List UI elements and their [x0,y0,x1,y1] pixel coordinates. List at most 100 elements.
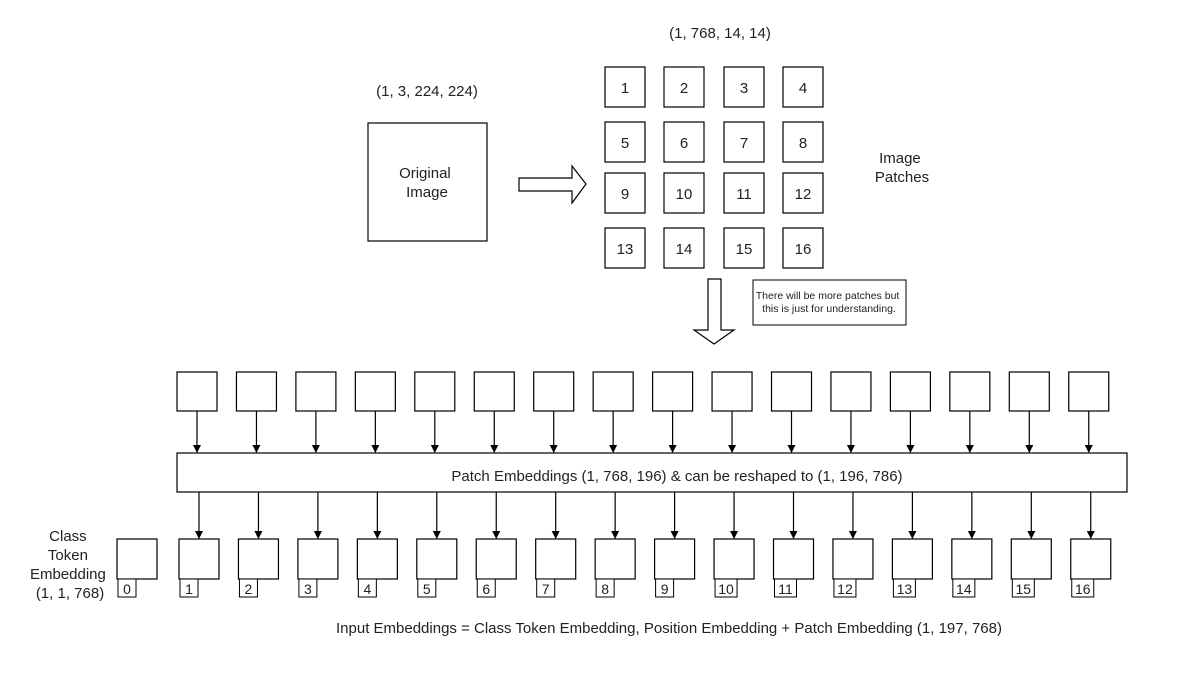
position-index: 6 [482,581,490,597]
note-line-2: this is just for understanding. [762,303,896,315]
position-index: 15 [1016,581,1032,597]
patch-number: 8 [799,135,807,152]
patch-box [663,172,705,214]
patches-shape: (1, 768, 14, 14) [669,25,771,42]
class-token-box [116,538,158,580]
patch-number: 5 [621,135,629,152]
patch-box [663,121,705,163]
flattened-patch-box [651,371,694,412]
position-index-box [417,578,437,598]
patch-box [782,172,824,214]
patch-box [782,121,824,163]
position-index-box [1071,578,1095,598]
original-image-label-line-1: Original [399,165,451,182]
input-embeddings-label: Input Embeddings = Class Token Embedding… [336,620,1002,637]
class-token-index-box [117,578,137,598]
position-index-box [179,578,199,598]
patch-number: 14 [676,241,693,258]
embedding-box [1070,538,1112,580]
image-patches-label: Image Patches [875,150,929,186]
flattened-patch-box [533,371,575,412]
embedding-box [535,538,577,580]
embedding-box [772,538,815,580]
embedding-box [297,538,339,580]
position-index-box [952,578,976,598]
patch-number: 11 [736,186,752,203]
position-index: 14 [956,581,972,597]
patch-number: 7 [740,135,748,152]
position-index-box [1011,578,1035,598]
position-index-box [536,578,556,598]
patch-box [604,121,646,163]
flattened-patch-box [176,371,218,412]
position-index-box [298,578,318,598]
patch-box [723,227,765,269]
position-index-box [238,578,258,598]
embedding-box [356,538,398,580]
position-index: 11 [778,581,793,597]
position-index: 1 [185,581,193,597]
class-token-label-line-3: Embedding [30,566,106,583]
position-index: 12 [837,581,853,597]
embedding-box [1010,538,1052,580]
patch-box [723,121,765,163]
embedding-box [713,538,755,580]
embedding-box [237,538,280,580]
patch-box [663,227,705,269]
patch-number: 13 [617,241,634,258]
patch-number: 16 [795,241,812,258]
patch-number: 4 [799,80,807,97]
flattened-patch-box [711,371,753,412]
patch-box [723,66,765,108]
patch-box [604,172,646,214]
position-index-box [774,578,797,598]
note-box [752,279,907,326]
original-image-label-line-2: Image [406,184,448,201]
flattened-patch-box [473,371,515,412]
embedding-box [832,538,874,580]
block-arrow-down [692,278,736,345]
position-index: 4 [363,581,371,597]
position-index-box [357,578,377,598]
class-token-label-line-4: (1, 1, 768) [36,585,104,602]
embedding-box [416,538,458,580]
embedding-box [594,538,636,580]
position-index: 7 [542,581,550,597]
flattened-patch-box [354,371,396,412]
position-index: 16 [1075,581,1091,597]
patch-number: 3 [740,80,748,97]
position-index-box [655,578,675,598]
image-patches-label-line-2: Patches [875,169,929,186]
position-index: 13 [897,581,913,597]
embedding-box [891,538,934,580]
flattened-patch-box [889,371,932,412]
flattened-patch-box [830,371,872,412]
patch-embeddings-bar [176,452,1128,493]
flattened-patch-box [235,371,278,412]
patch-embeddings-label: Patch Embeddings (1, 768, 196) & can be … [451,468,902,485]
flattened-patch-box [770,371,813,412]
position-index-box [595,578,615,598]
position-index-box [476,578,496,598]
block-arrow-right [518,164,587,205]
patch-box [723,172,765,214]
patch-number: 1 [621,80,629,97]
class-token-label-line-2: Token [48,547,88,564]
patch-box [782,66,824,108]
image-patches-label-line-1: Image [879,150,921,167]
position-index: 2 [245,581,253,597]
position-index-box [714,578,738,598]
patch-box [604,227,646,269]
embedding-box [951,538,993,580]
position-index: 5 [423,581,431,597]
original-image-shape: (1, 3, 224, 224) [376,83,478,100]
original-image-label: Original Image [399,165,455,201]
class-token-label-line-1: Class [49,528,87,545]
flattened-patch-box [592,371,634,412]
class-token-label: Class Token Embedding (1, 1, 768) [30,528,110,602]
patch-box [663,66,705,108]
position-index: 8 [601,581,609,597]
